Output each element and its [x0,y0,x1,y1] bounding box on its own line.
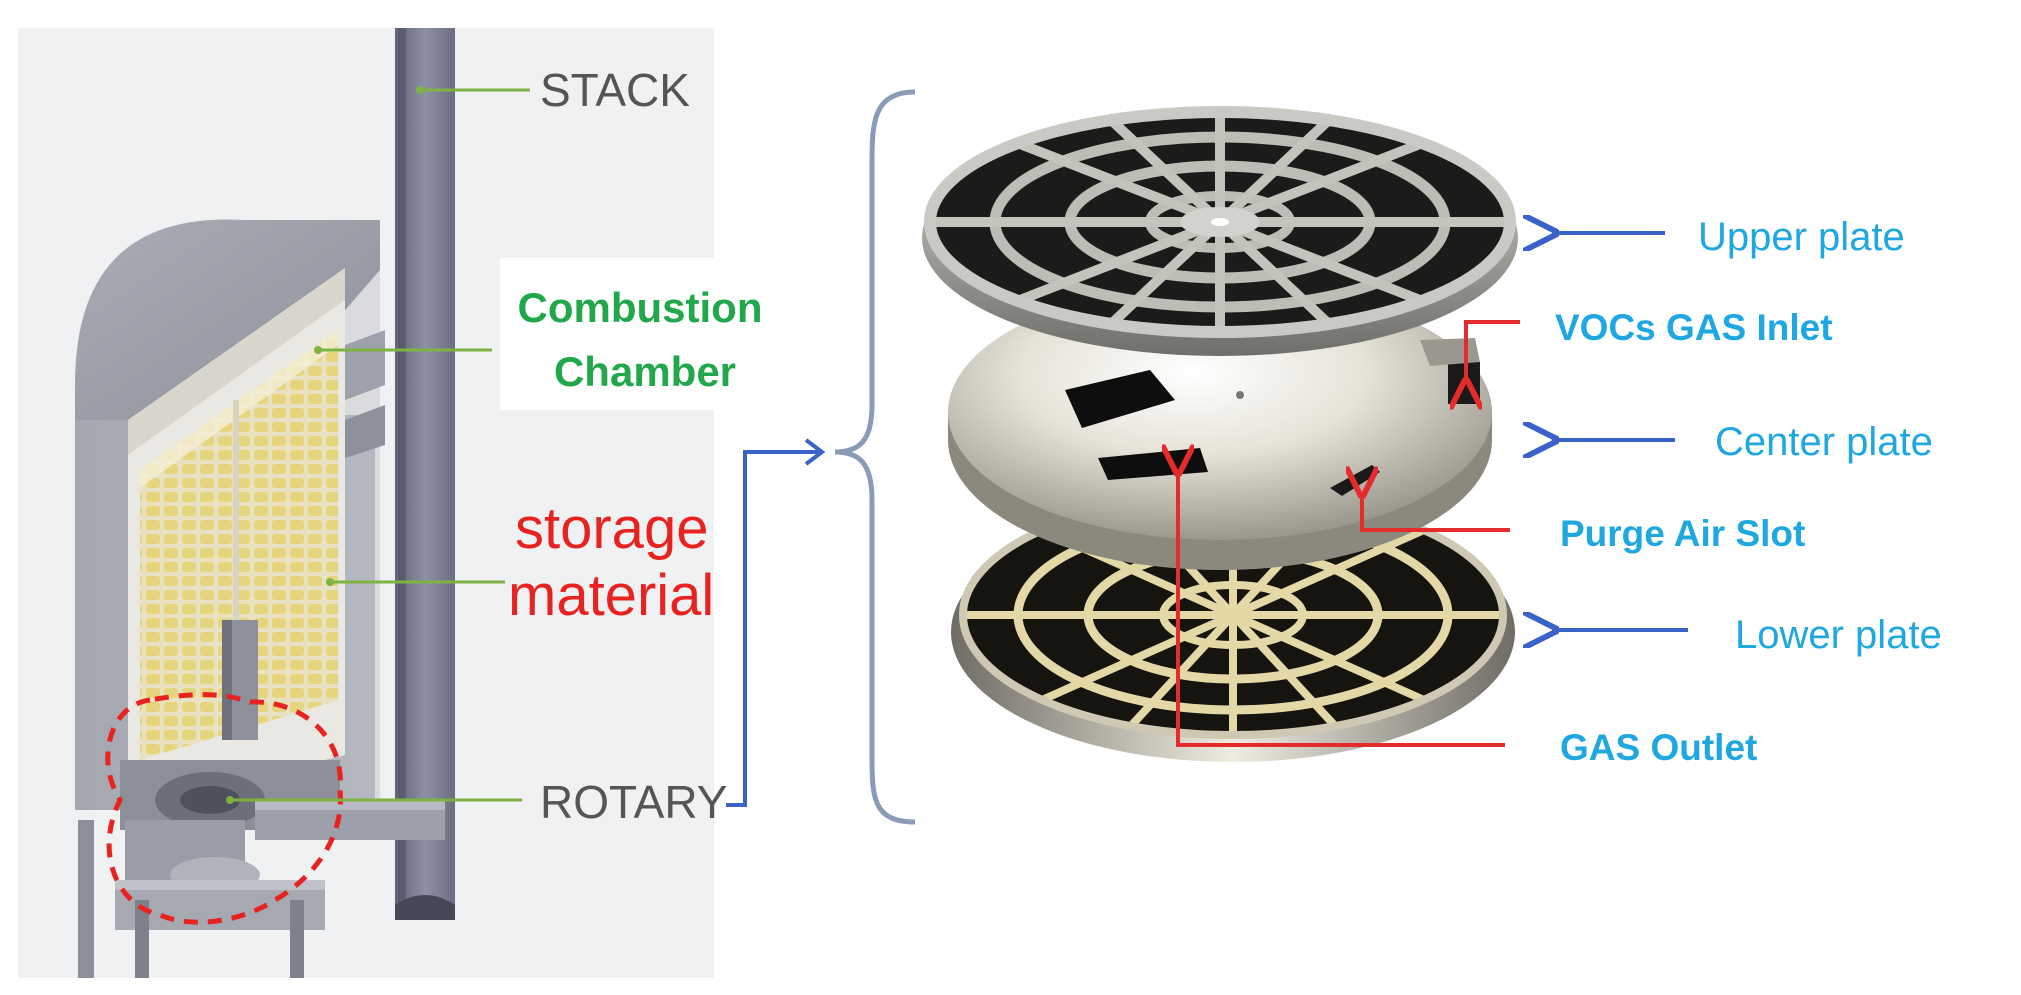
stack-label: STACK [540,64,690,116]
exploded-rotary-plates [922,112,1688,762]
center-plate-label: Center plate [1715,420,1933,464]
combustion-label-line2: Chamber [554,348,736,395]
storage-label-line1: storage [515,496,708,561]
combustion-label-line1: Combustion [518,284,763,331]
lower-plate-label: Lower plate [1735,613,1942,657]
rotary-connector-arrow [726,452,820,805]
gas-outlet-label: GAS Outlet [1560,727,1757,768]
purge-air-slot-label: Purge Air Slot [1560,513,1805,554]
upper-plate [922,112,1518,356]
upper-plate-label: Upper plate [1698,215,1905,259]
storage-label-line2: material [508,563,714,628]
exploded-view-brace [835,92,915,822]
rotary-label: ROTARY [540,776,727,828]
vocs-inlet-label: VOCs GAS Inlet [1555,307,1833,348]
